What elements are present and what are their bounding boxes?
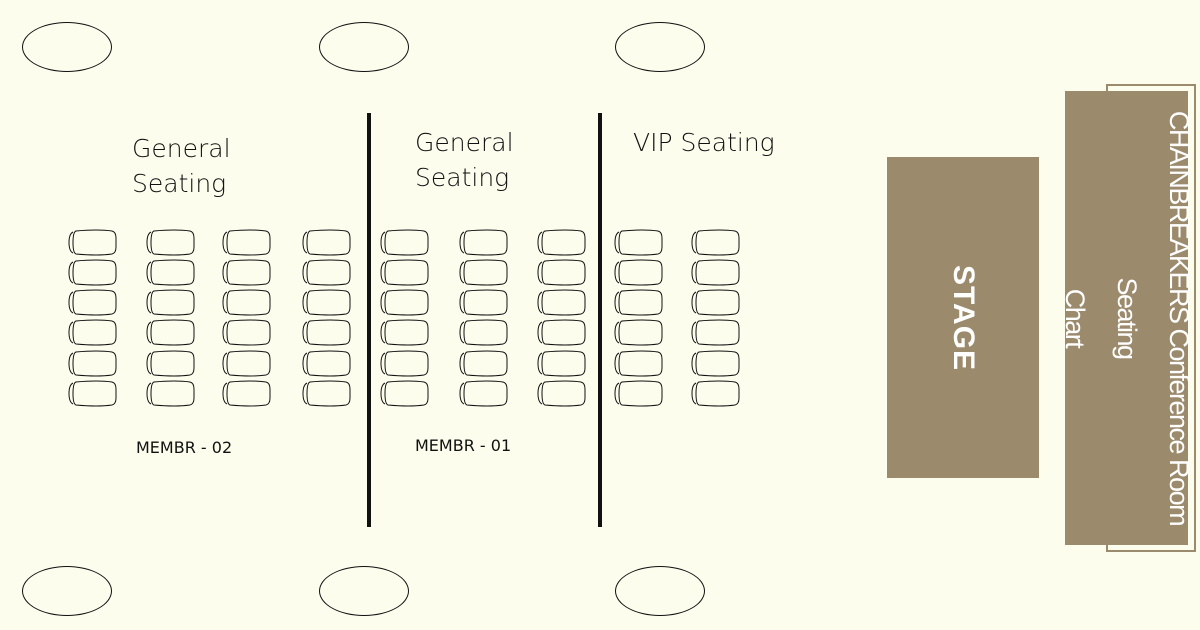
- round-table: [615, 22, 705, 72]
- chair: [459, 289, 508, 316]
- chair: [459, 319, 508, 346]
- chair: [380, 350, 429, 377]
- title-box: CHAINBREAKERS Conference Room Seating Cha…: [1060, 91, 1194, 545]
- round-table: [319, 566, 409, 616]
- chair: [614, 229, 663, 256]
- chair: [146, 380, 195, 407]
- round-table: [615, 566, 705, 616]
- title-line-2: Chart: [1059, 288, 1090, 348]
- chair: [537, 259, 586, 286]
- chair: [302, 289, 351, 316]
- chair: [691, 289, 740, 316]
- chair: [614, 380, 663, 407]
- chair: [380, 380, 429, 407]
- chair: [146, 350, 195, 377]
- chair: [222, 229, 271, 256]
- chair: [691, 319, 740, 346]
- round-table: [22, 22, 112, 72]
- member-label-02: MEMBR - 02: [136, 438, 233, 457]
- chair: [68, 259, 117, 286]
- chair: [68, 289, 117, 316]
- chair: [68, 350, 117, 377]
- chair: [537, 350, 586, 377]
- chair: [380, 289, 429, 316]
- section-divider: [367, 113, 371, 527]
- chair: [380, 319, 429, 346]
- chair: [68, 229, 117, 256]
- chair: [222, 350, 271, 377]
- chair: [302, 229, 351, 256]
- chair: [691, 229, 740, 256]
- chair: [146, 319, 195, 346]
- section-label-general-1: General Seating: [415, 128, 514, 192]
- chair: [302, 350, 351, 377]
- chair: [537, 380, 586, 407]
- chair: [222, 259, 271, 286]
- chair: [302, 380, 351, 407]
- chair: [691, 350, 740, 377]
- section-divider: [598, 113, 602, 527]
- chair: [302, 259, 351, 286]
- chair: [459, 259, 508, 286]
- stage: STAGE: [887, 157, 1039, 478]
- chair: [537, 229, 586, 256]
- chair: [537, 319, 586, 346]
- chair: [302, 319, 351, 346]
- section-label-general-2: General Seating: [132, 134, 231, 198]
- chair: [459, 350, 508, 377]
- chair: [614, 319, 663, 346]
- chair: [614, 259, 663, 286]
- chair: [222, 289, 271, 316]
- chair: [614, 289, 663, 316]
- title-line-1: CHAINBREAKERS Conference Room Seating: [1111, 110, 1194, 526]
- round-table: [319, 22, 409, 72]
- chair: [146, 229, 195, 256]
- chair: [146, 259, 195, 286]
- chair: [68, 319, 117, 346]
- chair: [537, 289, 586, 316]
- chair: [691, 380, 740, 407]
- chair: [146, 289, 195, 316]
- chair: [380, 229, 429, 256]
- chair: [459, 229, 508, 256]
- member-label-01: MEMBR - 01: [415, 436, 512, 455]
- chair: [222, 319, 271, 346]
- chair: [380, 259, 429, 286]
- chair: [614, 350, 663, 377]
- chair: [691, 259, 740, 286]
- round-table: [22, 566, 112, 616]
- chair: [68, 380, 117, 407]
- chair: [222, 380, 271, 407]
- chair: [459, 380, 508, 407]
- stage-label: STAGE: [947, 264, 980, 371]
- section-label-vip: VIP Seating: [633, 128, 775, 157]
